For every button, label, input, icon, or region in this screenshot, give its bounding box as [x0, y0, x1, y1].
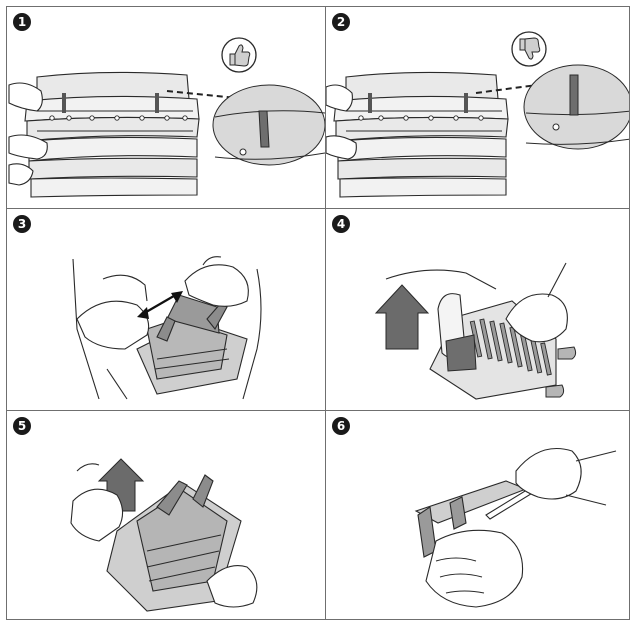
hands — [8, 82, 48, 186]
step-5-illustration — [70, 458, 258, 612]
step-2-illustration — [326, 31, 629, 198]
hands — [326, 84, 357, 160]
step-2-panel: 2 — [325, 6, 630, 209]
zoom-detail-circle — [523, 64, 629, 150]
dark-block — [445, 334, 477, 372]
hands — [70, 463, 258, 608]
step-1-number: 1 — [13, 13, 31, 31]
step-1-panel: 1 — [6, 6, 326, 209]
robot-body-outline — [72, 258, 262, 400]
brush-part — [414, 480, 528, 558]
hands — [425, 447, 617, 608]
hands — [76, 256, 249, 350]
step-4-illustration — [374, 262, 577, 400]
zoom-arrow — [166, 90, 248, 100]
tab-strip-left — [62, 93, 66, 113]
step-3-number: 3 — [13, 215, 31, 233]
hand — [505, 262, 568, 343]
step-6-panel: 6 — [325, 410, 630, 620]
step-4-number: 4 — [332, 215, 350, 233]
step-3-panel: 3 — [6, 208, 326, 411]
step-1-illustration — [8, 37, 325, 198]
step-6-illustration — [414, 447, 617, 608]
tab-strip-right — [464, 93, 468, 113]
step-6-number: 6 — [332, 417, 350, 435]
step-5-panel: 5 — [6, 410, 326, 620]
step-4-panel: 4 — [325, 208, 630, 411]
brush-assembly — [136, 294, 248, 395]
step-5-number: 5 — [13, 417, 31, 435]
up-arrow — [374, 284, 430, 350]
grid-slots — [469, 318, 552, 376]
brush-assembly — [106, 474, 242, 612]
side-tabs — [545, 346, 577, 398]
tab-strip-left — [368, 93, 372, 113]
thumbs-down-icon — [511, 31, 547, 67]
thumbs-up-icon — [221, 37, 257, 73]
tab-strip-right — [155, 93, 159, 113]
zoom-detail-circle — [212, 84, 325, 166]
step-2-number: 2 — [332, 13, 350, 31]
instruction-grid: 1 — [6, 6, 630, 620]
step-3-illustration — [72, 256, 262, 400]
